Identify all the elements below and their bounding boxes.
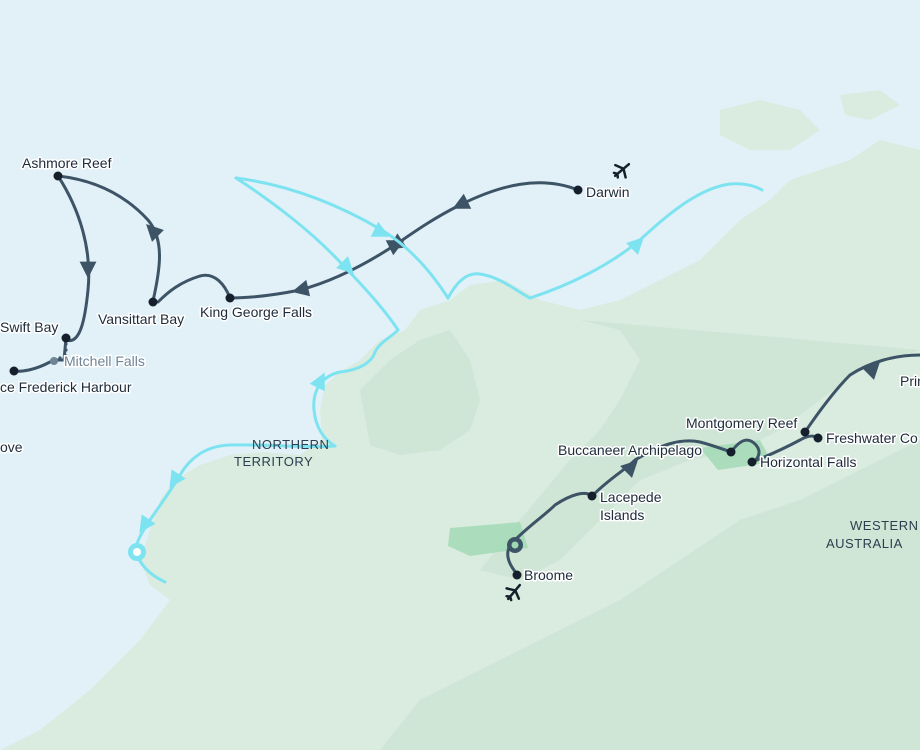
label-darwin: Darwin: [586, 184, 630, 200]
stop-mitchell-falls[interactable]: [50, 357, 58, 365]
region-northern-territory-line1: NORTHERN: [252, 437, 329, 452]
label-lacepede-islands-line2: Islands: [600, 507, 644, 523]
label-king-george-falls: King George Falls: [200, 304, 312, 320]
stop-montgomery-reef[interactable]: [800, 427, 810, 437]
route-light: [134, 176, 764, 584]
airplane-icon: [505, 583, 522, 602]
islands-north: [720, 90, 900, 150]
airplane-icon: [612, 162, 631, 179]
label-montgomery-reef: Montgomery Reef: [686, 415, 797, 431]
stop-darwin[interactable]: [573, 185, 583, 195]
stop-prince-frederick-harbour[interactable]: [9, 366, 19, 376]
label-ashmore-reef: Ashmore Reef: [22, 155, 112, 171]
stops: [9, 171, 823, 580]
stop-broome[interactable]: [512, 570, 522, 580]
stop-horizontal-falls[interactable]: [747, 457, 757, 467]
label-horizontal-falls: Horizontal Falls: [760, 454, 856, 470]
label-swift-bay: Swift Bay: [0, 319, 58, 335]
stop-vansittart-bay[interactable]: [148, 297, 158, 307]
stop-king-george-falls[interactable]: [225, 293, 235, 303]
region-western-australia-line1: WESTERN: [850, 518, 919, 533]
label-prince-frederick-harbour: ce Frederick Harbour: [0, 379, 132, 395]
stop-swift-bay[interactable]: [61, 333, 71, 343]
number-badge-icon: [507, 537, 523, 553]
label-buccaneer-archipelago: Buccaneer Archipelago: [558, 442, 702, 458]
label-freshwater-cove: Freshwater Co: [826, 430, 918, 446]
label-princess-fragment: Prin: [900, 373, 920, 389]
region-northern-territory-line2: TERRITORY: [234, 454, 313, 469]
stop-lacepede-islands[interactable]: [587, 491, 597, 501]
number-badge-icon: [128, 543, 146, 561]
label-lacepede-islands-line1: Lacepede: [600, 489, 662, 505]
stop-buccaneer-archipelago[interactable]: [726, 447, 736, 457]
stop-freshwater-cove[interactable]: [813, 433, 823, 443]
stop-ashmore-reef[interactable]: [53, 171, 63, 181]
kimberley-coast-detail: [380, 320, 920, 750]
label-broome: Broome: [524, 567, 573, 583]
label-mitchell-falls: Mitchell Falls: [64, 353, 145, 369]
label-vansittart-bay: Vansittart Bay: [98, 311, 184, 327]
label-cove-fragment: ove: [0, 439, 23, 455]
highlight-region: [448, 440, 772, 556]
region-western-australia-line2: AUSTRALIA: [826, 536, 903, 551]
northern-territory-land: [360, 330, 480, 455]
route-dark: [12, 174, 920, 576]
